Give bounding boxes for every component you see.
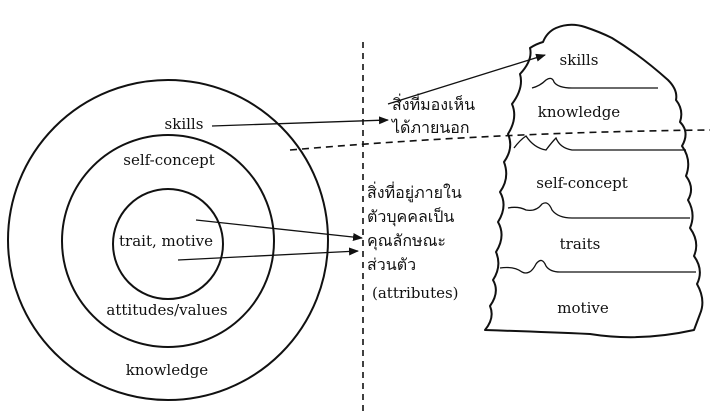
- layer-line-1: [531, 77, 658, 89]
- inner-circle: [112, 188, 224, 300]
- iceberg-motive-label: motive: [557, 299, 609, 317]
- iceberg-layers: [499, 77, 696, 274]
- iceberg-skills-label: skills: [560, 51, 599, 69]
- hidden-text-line3: คุณลักษณะ: [367, 231, 446, 251]
- visible-text-line1: สิ่งที่มองเห็น: [392, 93, 475, 114]
- iceberg-outline: [484, 23, 704, 339]
- waterline: [289, 129, 710, 151]
- iceberg-knowledge-label: knowledge: [538, 103, 620, 121]
- middle-circle: [61, 134, 275, 348]
- visible-to-iceberg-arrow: [387, 53, 546, 105]
- motive-arrow: [177, 247, 359, 261]
- hidden-text-line4: ส่วนตัว: [367, 255, 416, 274]
- hidden-text-attributes: (attributes): [372, 284, 459, 302]
- layer-line-4: [499, 259, 696, 274]
- circle-knowledge-label: knowledge: [126, 361, 208, 379]
- layer-line-3: [507, 202, 690, 219]
- concentric-circles: [7, 79, 329, 401]
- iceberg-self-concept-label: self-concept: [536, 174, 627, 192]
- hidden-text-line1: สิ่งที่อยู่ภายใน: [367, 181, 462, 203]
- arrows: [177, 53, 546, 261]
- circle-self-concept-label: self-concept: [123, 151, 214, 169]
- layer-line-2: [513, 135, 686, 151]
- iceberg-traits-label: traits: [560, 235, 601, 253]
- outer-circle: [7, 79, 329, 401]
- circle-attitudes-values-label: attitudes/values: [106, 301, 227, 319]
- trait-arrow: [195, 219, 363, 242]
- skills-arrow: [211, 116, 389, 127]
- hidden-text-line2: ตัวบุคคลเป็น: [367, 206, 454, 227]
- visible-text-line2: ได้ภายนอก: [390, 118, 470, 137]
- circle-skills-label: skills: [165, 115, 204, 133]
- circle-trait-motive-label: trait, motive: [119, 232, 213, 250]
